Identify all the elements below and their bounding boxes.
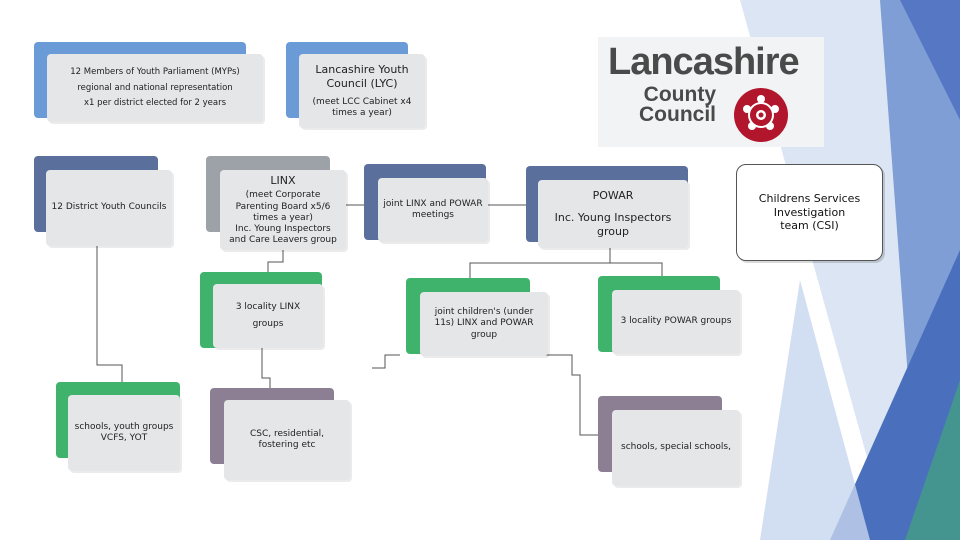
special-line1: schools, special schools,	[621, 442, 731, 453]
under11-line1: joint children's (under	[434, 307, 534, 318]
connector-powar-down	[469, 248, 611, 280]
deco-triangle-green	[905, 380, 960, 540]
connector-under11-special	[540, 354, 598, 436]
powar-line3: group	[597, 224, 629, 238]
under11-line3: group	[470, 329, 498, 340]
powar-title: POWAR	[592, 189, 634, 203]
lyc-line1: Lancashire Youth	[315, 63, 409, 76]
deco-triangle-top	[900, 0, 960, 120]
csc-line1: CSC, residential,	[249, 428, 325, 439]
connector-linx-linx3	[267, 248, 284, 280]
logo-subtitle: County Council	[636, 83, 716, 126]
connector-district-schools	[96, 235, 123, 383]
schools-line2: VCFS, YOT	[100, 433, 148, 443]
linx3-line1: 3 locality LINX	[235, 301, 301, 312]
district-line1: 12 District Youth Councils	[51, 202, 167, 213]
csi-line3: team (CSI)	[780, 219, 839, 233]
joint-line2: meetings	[412, 210, 454, 220]
lyc-line3: (meet LCC Cabinet x4	[312, 96, 412, 107]
deco-triangle-pale	[760, 280, 870, 540]
linx-title: LINX	[270, 173, 296, 187]
deco-triangle-blue	[830, 250, 960, 540]
lancashire-county-council-logo: Lancashire County Council	[598, 37, 824, 147]
logo-county: County	[643, 83, 716, 106]
linx-line6: and Care Leavers group	[229, 235, 337, 246]
lyc-line4: times a year)	[332, 107, 392, 118]
red-rose-icon	[734, 88, 788, 142]
myps-line2: regional and national representation	[77, 82, 233, 93]
csi-box: Childrens Services Investigation team (C…	[736, 164, 883, 261]
powar3-line1: 3 locality POWAR groups	[620, 316, 732, 327]
myps-line1: 12 Members of Youth Parliament (MYPs)	[70, 67, 240, 78]
connector-under11-schools	[372, 354, 400, 369]
csi-line2: Investigation	[773, 205, 846, 219]
csi-line1: Childrens Services	[758, 191, 861, 205]
linx3-line2: groups	[252, 319, 284, 329]
lyc-line2: Council (LYC)	[326, 76, 398, 90]
linx-line4: times a year)	[253, 212, 313, 223]
linx-line5: Inc. Young Inspectors	[235, 224, 331, 234]
linx-line3: Parenting Board x5/6	[235, 201, 331, 212]
joint-line1: joint LINX and POWAR	[383, 198, 483, 209]
linx-line2: (meet Corporate	[245, 190, 321, 201]
connector-linx3-csc	[261, 348, 271, 393]
myps-line3: x1 per district elected for 2 years	[83, 98, 227, 109]
connector-powar-powar3	[610, 262, 663, 280]
under11-line2: 11s) LINX and POWAR	[434, 318, 534, 329]
logo-wordmark: Lancashire	[608, 41, 800, 83]
csc-line2: fostering etc	[258, 440, 316, 450]
schools-line1: schools, youth groups	[74, 421, 174, 432]
logo-council: Council	[639, 103, 716, 126]
powar-line2: Inc. Young Inspectors	[554, 211, 672, 225]
